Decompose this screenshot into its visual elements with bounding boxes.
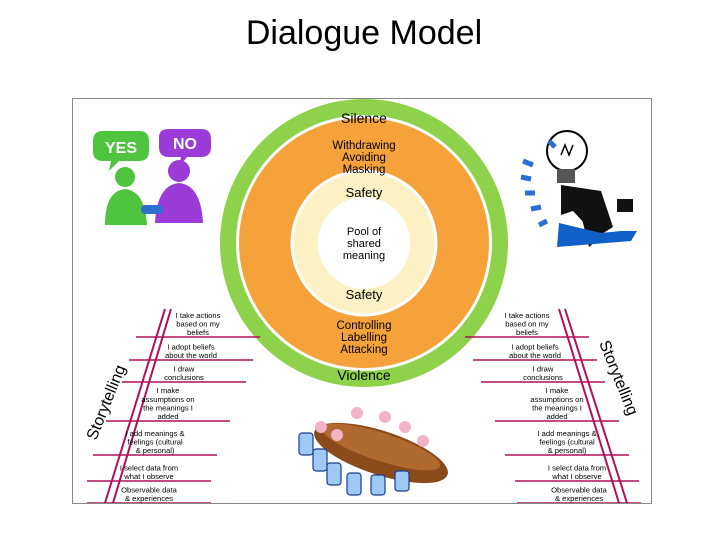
center-line-2: shared [347, 238, 381, 250]
right-rung-label: & experiences [555, 494, 603, 503]
right-rung-label: beliefs [516, 328, 538, 337]
left-rung-label: Observable data [121, 485, 177, 494]
dialogue-diagram: Silence Violence Withdrawing Avoiding Ma… [84, 99, 641, 503]
lightbulb-base [557, 169, 575, 183]
light-ray [547, 139, 557, 149]
person-head [399, 421, 411, 433]
filament [560, 142, 574, 158]
pool-of-shared-meaning [318, 197, 410, 289]
masking-label: Masking [343, 164, 386, 176]
no-person-body [155, 183, 203, 223]
right-rung-label: I select data from [548, 463, 606, 472]
right-rung-label: conclusions [523, 373, 563, 382]
labelling-label: Labelling [341, 332, 387, 344]
right-rung-label: & personal) [548, 446, 587, 455]
right-ladder-rail-inner [558, 308, 620, 503]
right-rung-label: about the world [509, 351, 561, 360]
stairs-platform [557, 223, 637, 247]
right-rung-label: Observable data [551, 485, 607, 494]
left-rung-label: I take actions [176, 311, 221, 320]
meeting-participants [298, 432, 410, 496]
right-rung-label: I draw [533, 364, 554, 373]
yes-person-body [105, 189, 147, 225]
left-rung-label: I add meanings & [125, 429, 184, 438]
chair [298, 432, 314, 456]
chair [312, 448, 328, 472]
left-rung-label: assumptions on [141, 395, 194, 404]
left-rung-label: conclusions [164, 373, 204, 382]
person-head [315, 421, 327, 433]
left-rung-label: I adopt beliefs [167, 342, 214, 351]
right-storytelling-label: Storytelling [595, 338, 640, 418]
left-rung-label: & experiences [125, 494, 173, 503]
attacking-label: Attacking [340, 344, 387, 356]
left-rung-label: I make [157, 386, 180, 395]
violence-label: Violence [337, 367, 391, 383]
person-head [331, 429, 343, 441]
right-rung-label: I take actions [505, 311, 550, 320]
light-ray [530, 204, 542, 212]
withdrawing-label: Withdrawing [332, 140, 395, 152]
light-ray [537, 218, 549, 228]
safety-top-label: Safety [346, 185, 383, 200]
yes-person-head [115, 167, 135, 187]
left-rung-label: feelings (cultural [127, 437, 183, 446]
right-rung-label: I adopt beliefs [511, 342, 558, 351]
left-rung-label: beliefs [187, 328, 209, 337]
right-rung-label: I make [546, 386, 569, 395]
avoiding-label: Avoiding [342, 152, 386, 164]
light-rays [520, 139, 557, 228]
no-speech-bubble [159, 129, 211, 167]
right-rung-label: added [546, 412, 567, 421]
right-rung-label: what I observe [551, 472, 601, 481]
yes-label: YES [105, 140, 137, 157]
light-ray [522, 158, 534, 168]
left-ladder-rail-inner [104, 308, 166, 503]
silence-label: Silence [341, 110, 387, 126]
lightbulb-idea-clipart [520, 130, 637, 247]
right-rung-label: I add meanings & [537, 429, 596, 438]
briefcase [617, 199, 633, 212]
handshake [141, 205, 163, 214]
page-title: Dialogue Model [245, 14, 483, 52]
right-rung-label: feelings (cultural [539, 437, 595, 446]
right-rung-label: the meanings I [532, 403, 582, 412]
meeting-table-clipart [298, 407, 448, 496]
left-ladder-rail-outer [112, 308, 172, 503]
left-storytelling-label: Storytelling [84, 363, 129, 443]
thinking-person-body [561, 185, 613, 237]
left-rung-label: what I observe [123, 472, 173, 481]
right-rung-label: assumptions on [530, 395, 583, 404]
light-ray [520, 174, 532, 182]
chair [326, 462, 342, 486]
diagram-frame: Silence Violence Withdrawing Avoiding Ma… [72, 98, 652, 504]
participant-heads [315, 407, 429, 447]
right-rung-label: based on my [505, 319, 549, 328]
center-line-3: meaning [343, 250, 385, 262]
left-rung-label: added [157, 412, 178, 421]
left-rung-label: about the world [165, 351, 217, 360]
no-label: NO [173, 136, 197, 153]
left-rung-label: the meanings I [143, 403, 193, 412]
safety-bottom-label: Safety [346, 287, 383, 302]
yes-no-clipart: YES NO [93, 129, 211, 225]
left-rung-label: I draw [174, 364, 195, 373]
chair [346, 472, 362, 496]
person-head [417, 435, 429, 447]
left-rung-label: based on my [176, 319, 220, 328]
yes-speech-bubble [93, 131, 149, 171]
no-person-head [168, 160, 190, 182]
left-rung-label: & personal) [136, 446, 175, 455]
chair [394, 470, 410, 492]
table-top-highlight [321, 423, 441, 471]
center-line-1: Pool of [347, 226, 382, 238]
left-rung-label: I select data from [120, 463, 178, 472]
controlling-label: Controlling [337, 320, 392, 332]
right-ladder-rail-outer [564, 308, 628, 503]
person-head [379, 411, 391, 423]
person-head [351, 407, 363, 419]
chair [370, 474, 386, 496]
